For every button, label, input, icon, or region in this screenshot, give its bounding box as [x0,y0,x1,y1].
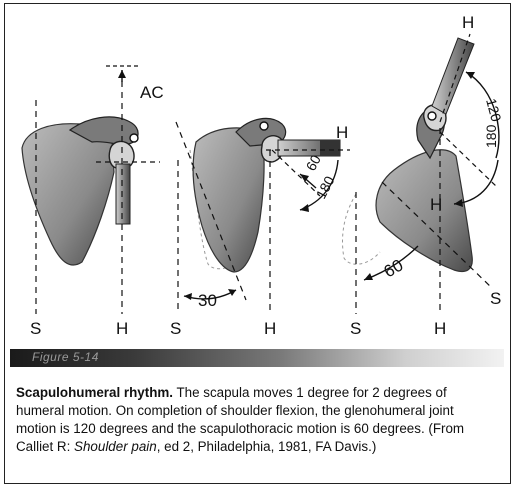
ac-joint-1 [130,134,138,142]
label-s-3-end: S [490,289,501,308]
figure-banner: Figure 5-14 [10,349,504,367]
scapula-2 [193,128,264,272]
label-s-3: S [350,319,361,338]
label-h-3: H [434,319,446,338]
figure-caption: Scapulohumeral rhythm. The scapula moves… [16,384,496,456]
scapulohumeral-diagram: AC S H 30 60 180 H S H [0,0,518,349]
label-h-2: H [264,319,276,338]
ac-joint-3 [428,112,436,120]
panel-abduction-90: 30 60 180 H S H [170,118,350,338]
label-30: 30 [198,291,217,310]
label-h-2-top: H [336,123,348,142]
scapula-3 [376,150,472,272]
panel-full-flexion: 60 120 180 H H S S H [343,13,505,338]
label-s-2: S [170,319,181,338]
caption-title: Scapulohumeral rhythm. [16,385,173,400]
humerus-1 [116,164,130,224]
figure-number: Figure 5-14 [32,350,99,364]
label-s-1: S [30,319,41,338]
label-h-1: H [116,319,128,338]
humerus-3 [432,38,474,114]
panel-resting: AC S H [22,66,164,338]
label-h-3-top: H [462,13,474,32]
caption-tail: , ed 2, Philadelphia, 1981, FA Davis.) [157,439,377,454]
label-180-panel3: 180 [483,124,499,148]
label-h-3-mid: H [430,195,442,214]
caption-book-title: Shoulder pain [74,439,157,454]
ac-joint-2 [260,122,268,130]
label-120: 120 [483,97,505,124]
label-ac: AC [140,83,164,102]
scapula-3-outline [343,194,381,264]
